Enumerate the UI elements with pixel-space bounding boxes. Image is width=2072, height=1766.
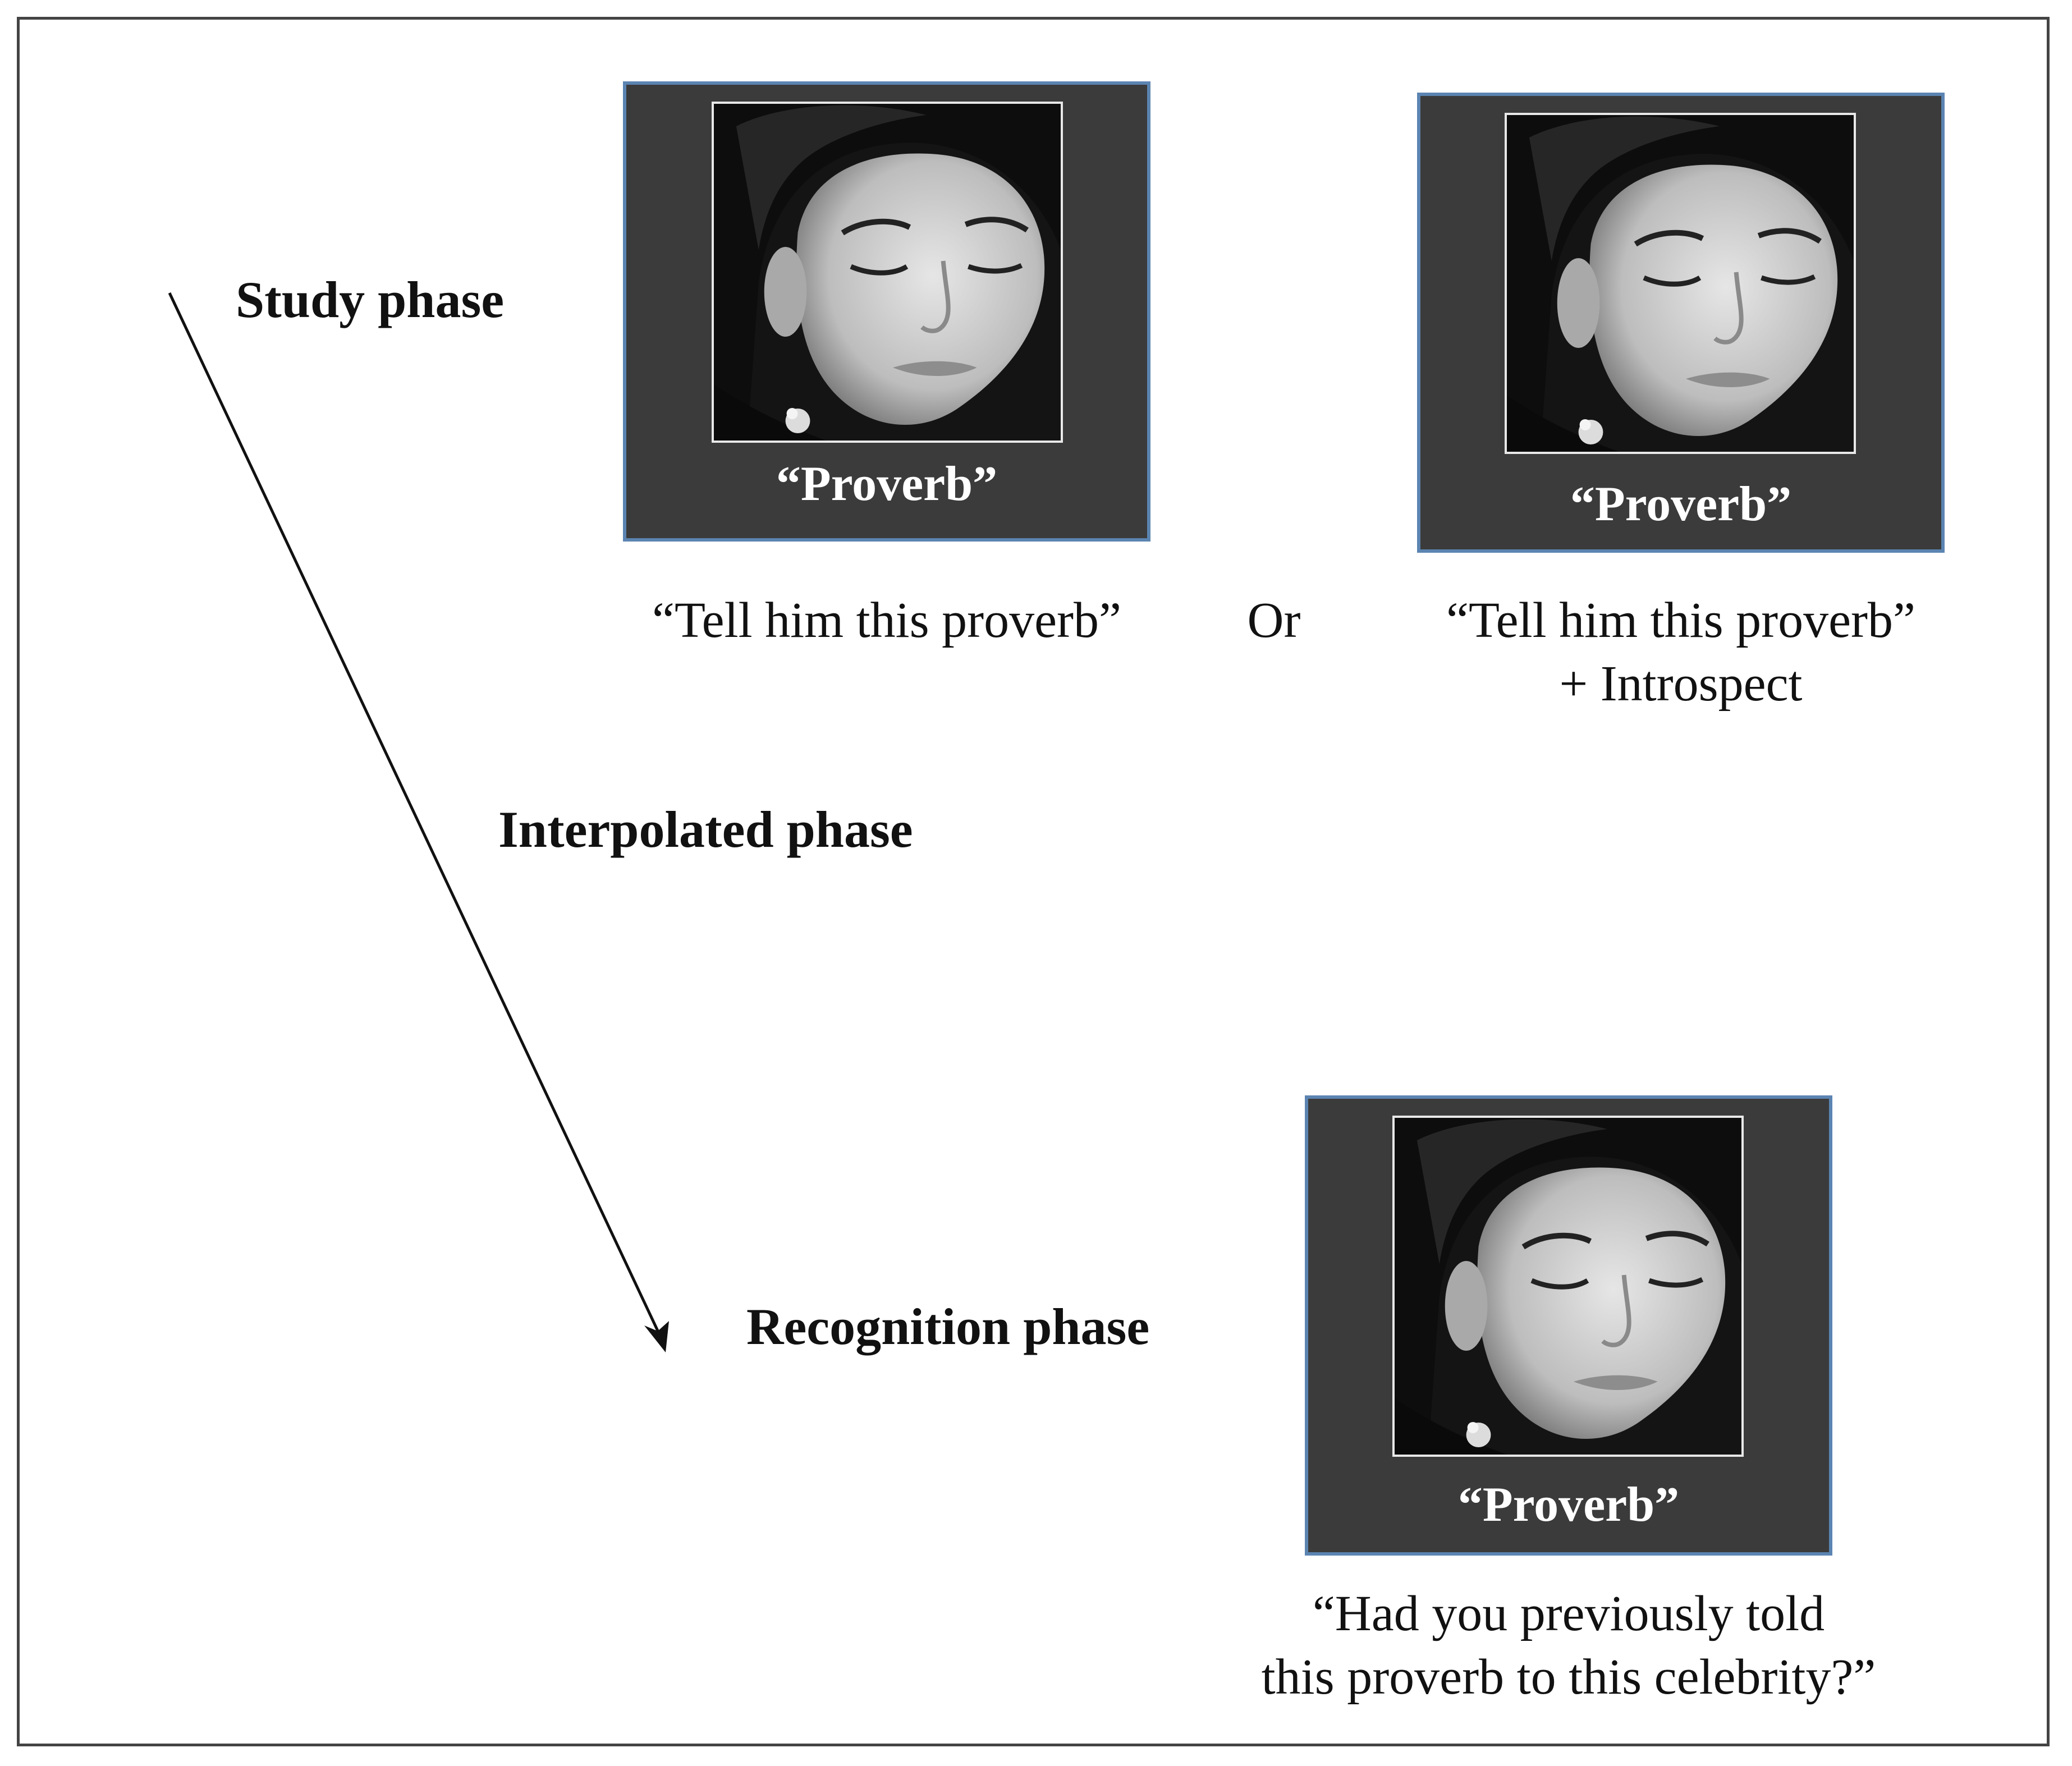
instruction-line: “Tell him this proverb” [652, 593, 1121, 648]
question-line: “Had you previously told [1312, 1586, 1825, 1641]
instruction-line: + Introspect [1559, 655, 1803, 712]
recognition-question: “Had you previously told this proverb to… [1176, 1582, 1961, 1709]
question-line: this proverb to this celebrity?” [1261, 1649, 1876, 1705]
proverb-caption: “Proverb” [1570, 477, 1792, 531]
recognition-stimulus-card: “Proverb” [1305, 1095, 1832, 1556]
study-phase-label: Study phase [236, 271, 505, 328]
celebrity-face-photo [1505, 113, 1856, 454]
proverb-caption: “Proverb” [1457, 1478, 1680, 1532]
recognition-phase-label: Recognition phase [746, 1298, 1150, 1355]
celebrity-face-photo [1392, 1116, 1744, 1457]
figure-frame [17, 17, 2050, 1746]
interpolated-phase-label: Interpolated phase [498, 801, 913, 858]
instruction-line: “Tell him this proverb” [1446, 593, 1915, 648]
celebrity-face-photo [712, 102, 1063, 443]
proverb-caption: “Proverb” [776, 457, 998, 511]
or-connector: Or [1247, 593, 1301, 648]
instruction-tell-introspect: “Tell him this proverb” + Introspect [1406, 589, 1956, 715]
instruction-tell: “Tell him this proverb” [612, 589, 1162, 653]
study-stimulus-card-introspect: “Proverb” [1417, 93, 1945, 553]
study-stimulus-card-tell: “Proverb” [623, 81, 1150, 542]
